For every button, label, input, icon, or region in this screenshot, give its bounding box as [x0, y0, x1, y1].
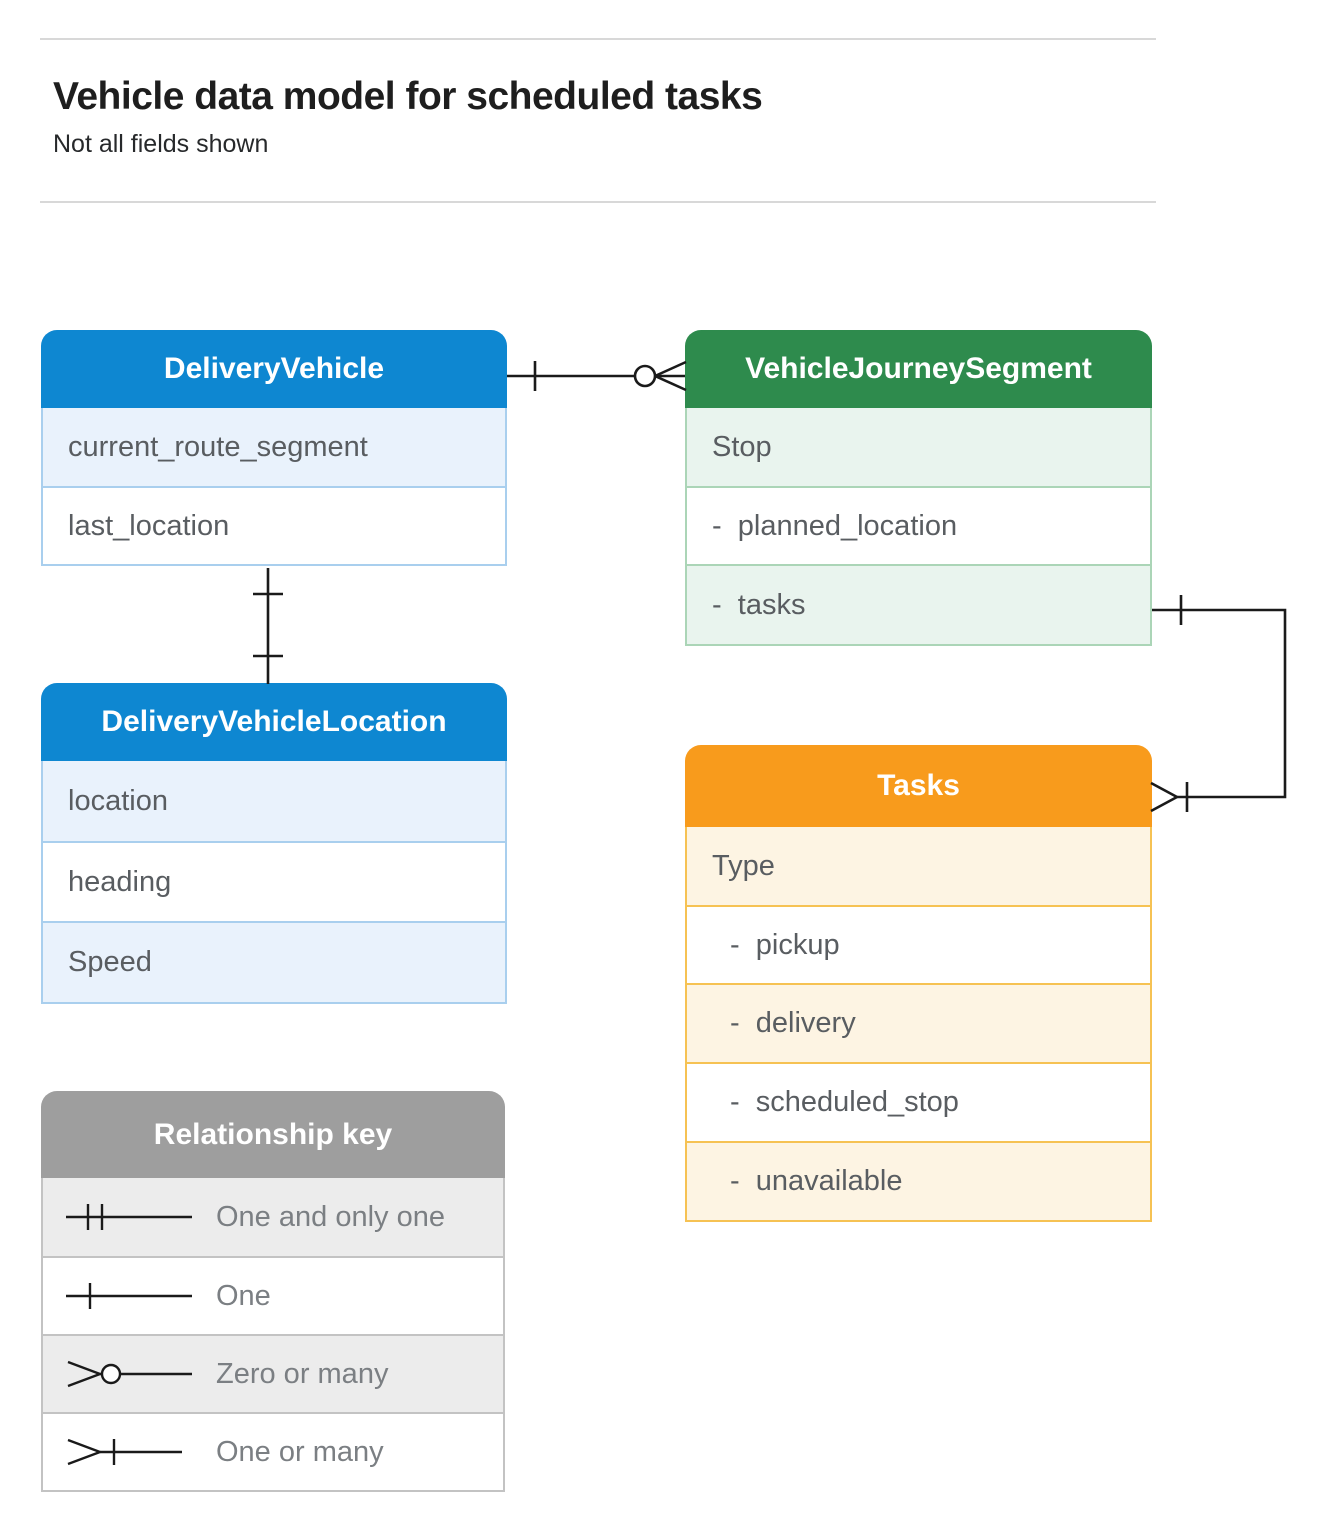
- legend-items: One and only one One Zero or many: [41, 1178, 505, 1492]
- legend-label: One: [216, 1279, 271, 1312]
- entity-tasks-title: Tasks: [685, 745, 1152, 827]
- connector-deliveryvehicle-vehiclejourneysegment: [507, 360, 687, 392]
- field-unavailable: - unavailable: [687, 1141, 1150, 1220]
- entity-delivery-vehicle-fields: current_route_segment last_location: [41, 408, 507, 566]
- entity-vehicle-journey-segment-title: VehicleJourneySegment: [685, 330, 1152, 408]
- page-subtitle: Not all fields shown: [53, 130, 269, 158]
- legend-item-zero-or-many: Zero or many: [43, 1334, 503, 1412]
- field-delivery: - delivery: [687, 983, 1150, 1062]
- field-heading: heading: [43, 841, 505, 921]
- entity-vehicle-journey-segment: VehicleJourneySegment Stop - planned_loc…: [685, 330, 1152, 646]
- field-current-route-segment: current_route_segment: [43, 408, 505, 486]
- zero-or-many-symbol: [67, 1360, 192, 1388]
- entity-vehicle-journey-segment-fields: Stop - planned_location - tasks: [685, 408, 1152, 646]
- one-symbol: [66, 1283, 192, 1309]
- field-speed: Speed: [43, 921, 505, 1002]
- one-and-only-one-symbol: [66, 1204, 192, 1230]
- entity-tasks: Tasks Type - pickup - delivery - schedul…: [685, 745, 1152, 1222]
- legend-box: Relationship key One and only one One: [41, 1091, 505, 1492]
- legend-label: Zero or many: [216, 1357, 389, 1390]
- entity-delivery-vehicle-location-title: DeliveryVehicleLocation: [41, 683, 507, 761]
- field-scheduled-stop: - scheduled_stop: [687, 1062, 1150, 1141]
- one-or-many-symbol: [67, 1438, 182, 1466]
- field-stop: Stop: [687, 408, 1150, 486]
- field-planned-location: - planned_location: [687, 486, 1150, 564]
- legend-label: One or many: [216, 1435, 384, 1468]
- legend-item-one-or-many: One or many: [43, 1412, 503, 1490]
- entity-delivery-vehicle: DeliveryVehicle current_route_segment la…: [41, 330, 507, 566]
- connector-vehiclejourneysegment-tasks: [1150, 595, 1287, 813]
- entity-delivery-vehicle-location-fields: location heading Speed: [41, 761, 507, 1004]
- entity-delivery-vehicle-title: DeliveryVehicle: [41, 330, 507, 408]
- entity-tasks-fields: Type - pickup - delivery - scheduled_sto…: [685, 827, 1152, 1222]
- legend-title: Relationship key: [41, 1091, 505, 1178]
- field-location: location: [43, 761, 505, 841]
- field-type: Type: [687, 827, 1150, 905]
- top-divider: [40, 38, 1156, 40]
- field-tasks: - tasks: [687, 564, 1150, 644]
- legend-item-one-and-only-one: One and only one: [43, 1178, 503, 1256]
- field-last-location: last_location: [43, 486, 505, 564]
- subtitle-divider: [40, 201, 1156, 203]
- connector-deliveryvehicle-deliveryvehiclelocation: [253, 568, 283, 684]
- entity-delivery-vehicle-location: DeliveryVehicleLocation location heading…: [41, 683, 507, 1004]
- page-title: Vehicle data model for scheduled tasks: [53, 75, 763, 118]
- field-pickup: - pickup: [687, 905, 1150, 983]
- legend-label: One and only one: [216, 1200, 445, 1233]
- legend-item-one: One: [43, 1256, 503, 1334]
